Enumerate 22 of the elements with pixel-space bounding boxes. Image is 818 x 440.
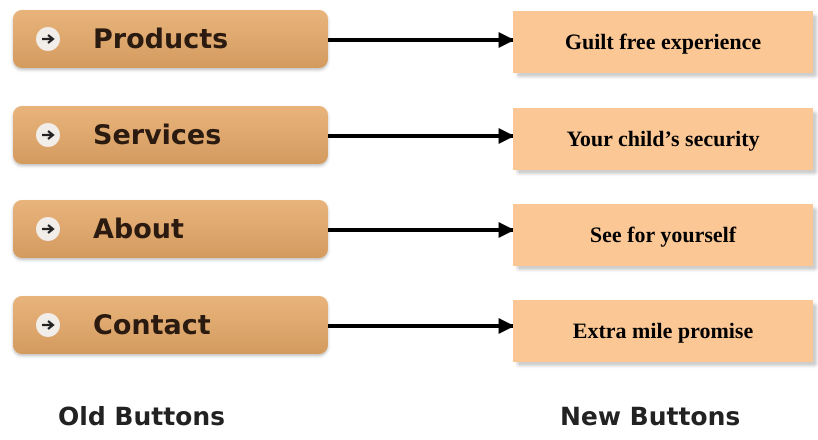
old-button: [13, 200, 328, 258]
new-button: [513, 11, 813, 73]
arrow: [328, 128, 515, 144]
button-label: About: [93, 214, 184, 244]
arrow: [328, 222, 515, 238]
arrow: [328, 318, 515, 334]
arrow: [328, 32, 515, 48]
old-button: [13, 296, 328, 354]
button-label: Your child’s security: [566, 126, 760, 152]
button-label: Services: [93, 120, 222, 150]
old-button: [13, 106, 328, 164]
column-caption: New Buttons: [560, 402, 740, 431]
new-button: [513, 108, 813, 170]
old-button: [13, 10, 328, 68]
new-button: [513, 204, 813, 266]
button-label: Extra mile promise: [572, 318, 754, 344]
new-button: [513, 300, 813, 362]
button-label: Guilt free experience: [564, 29, 762, 55]
button-label: See for yourself: [590, 222, 736, 248]
button-label: Products: [93, 24, 228, 54]
column-caption: Old Buttons: [58, 402, 226, 431]
button-label: Contact: [93, 310, 211, 340]
